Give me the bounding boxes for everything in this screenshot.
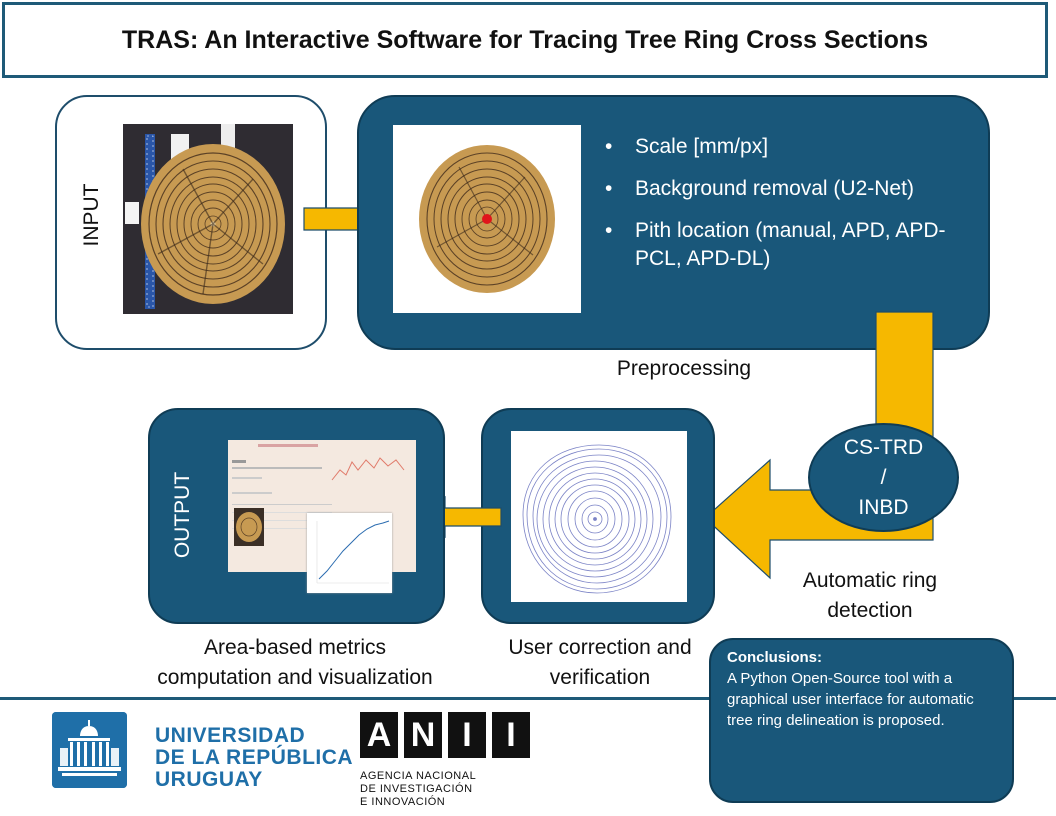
conclusions-heading: Conclusions: (727, 649, 823, 666)
detection-method-ellipse: CS-TRD / INBD (808, 423, 959, 532)
input-label: INPUT (80, 183, 103, 247)
method-inbd: INBD (858, 495, 909, 519)
anii-letter: I (492, 712, 530, 758)
tree-cross-section-photo (123, 124, 293, 314)
preprocessed-image (393, 125, 581, 313)
bullet-item: •Pith location (manual, APD, APD-PCL, AP… (605, 219, 946, 270)
udelar-wordmark: UNIVERSIDAD DE LA REPÚBLICA URUGUAY (155, 724, 354, 791)
anii-letter: I (448, 712, 486, 758)
correction-image (511, 431, 687, 602)
pith-marker (482, 214, 492, 224)
anii-letter: A (360, 712, 398, 758)
method-cs-trd: CS-TRD (843, 435, 924, 459)
university-building-icon (52, 712, 127, 788)
page-title: TRAS: An Interactive Software for Tracin… (121, 25, 929, 54)
preprocessing-bullets: •Scale [mm/px] •Background removal (U2-N… (605, 133, 985, 287)
background-removed-section (419, 145, 555, 293)
output-label: OUTPUT (171, 471, 194, 559)
bullet-item: •Scale [mm/px] (605, 135, 769, 158)
output-caption: Area-based metrics computation and visua… (157, 636, 433, 689)
preprocessing-label: Preprocessing (616, 357, 752, 380)
conclusions-text: A Python Open-Source tool with a graphic… (727, 670, 974, 729)
anii-letter: N (404, 712, 442, 758)
detected-rings-image (522, 444, 672, 594)
bullet-item: •Background removal (U2-Net) (605, 177, 914, 200)
conclusions-box: Conclusions: A Python Open-Source tool w… (709, 638, 1014, 803)
anii-subtitle: AGENCIA NACIONAL DE INVESTIGACIÓN E INNO… (360, 770, 477, 808)
title-box: TRAS: An Interactive Software for Tracin… (2, 2, 1048, 78)
area-growth-plot (307, 513, 392, 593)
detection-label: Automatic ring detection (802, 569, 938, 622)
input-photo (123, 124, 293, 314)
correction-label: User correction and verification (508, 636, 692, 689)
udelar-logo (52, 712, 127, 788)
anii-logo: A N I I (360, 712, 530, 762)
method-separator: / (880, 465, 887, 489)
footer-divider (0, 697, 1056, 700)
area-curve-thumbnail (316, 520, 390, 584)
